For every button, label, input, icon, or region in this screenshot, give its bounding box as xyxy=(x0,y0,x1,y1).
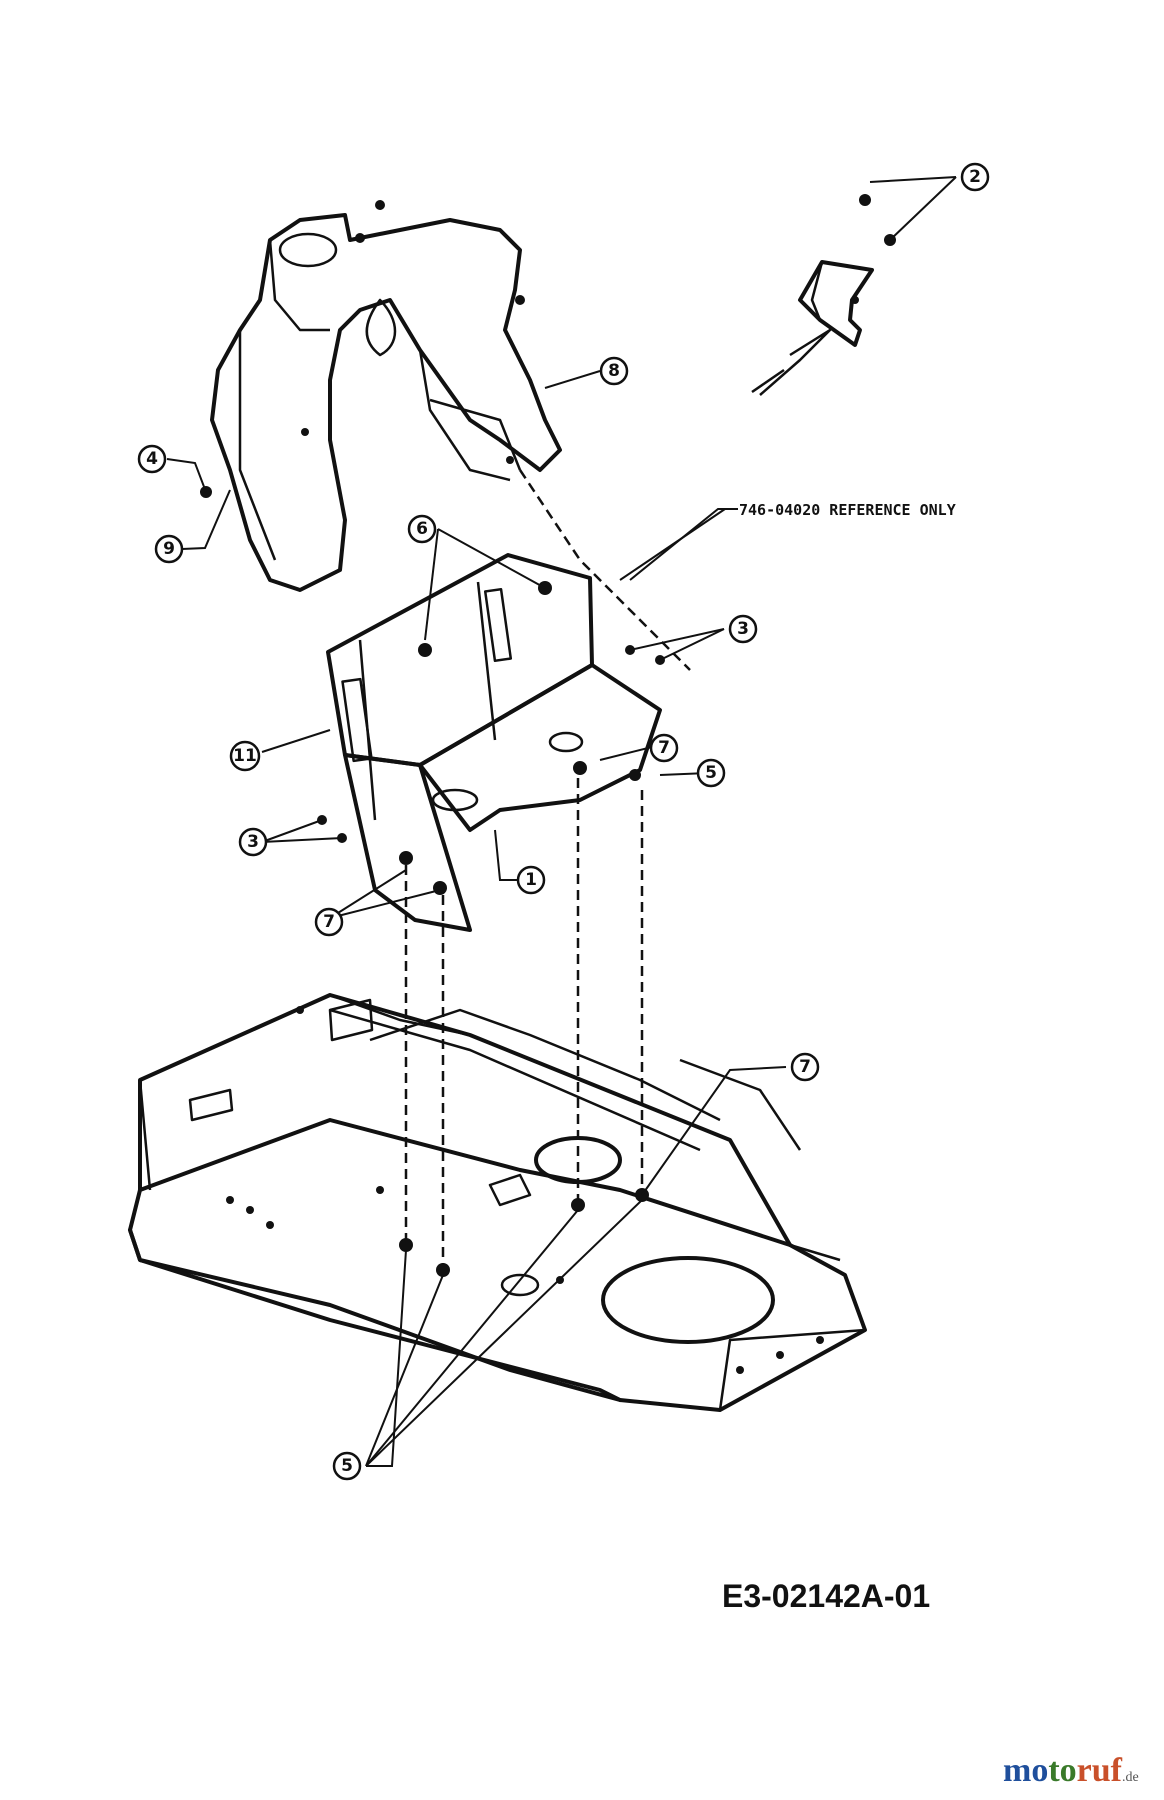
callout-3-right: 3 xyxy=(728,614,758,644)
watermark-logo: motoruf.de xyxy=(1003,1752,1139,1790)
watermark-part-3: ruf xyxy=(1076,1752,1122,1789)
callout-label: 5 xyxy=(341,1456,353,1476)
callout-label: 7 xyxy=(799,1057,811,1077)
callout-1: 1 xyxy=(516,865,546,895)
callout-label: 3 xyxy=(247,832,259,852)
callout-9: 9 xyxy=(154,534,184,564)
watermark-part-1: mo xyxy=(1003,1752,1049,1789)
callout-label: 11 xyxy=(233,746,257,766)
callout-label: 9 xyxy=(163,539,175,559)
reference-cable xyxy=(518,469,691,671)
callout-label: 7 xyxy=(323,912,335,932)
leader-lines xyxy=(166,176,957,1467)
watermark-suffix: .de xyxy=(1121,1770,1139,1785)
fastener-paths xyxy=(404,778,644,1270)
callout-3-left: 3 xyxy=(238,827,268,857)
callout-5-frame: 5 xyxy=(332,1451,362,1481)
callout-label: 6 xyxy=(416,519,428,539)
diagram-code: E3-02142A-01 xyxy=(722,1578,931,1614)
callout-7-frame: 7 xyxy=(790,1052,820,1082)
upper-console xyxy=(200,200,562,592)
callout-label: 8 xyxy=(608,361,620,381)
callout-4: 4 xyxy=(137,444,167,474)
callout-2: 2 xyxy=(960,162,990,192)
small-bracket-assembly xyxy=(751,194,896,396)
callout-6: 6 xyxy=(407,514,437,544)
callout-7-lower-left: 7 xyxy=(314,907,344,937)
watermark-part-2: to xyxy=(1048,1752,1077,1789)
callout-label: 2 xyxy=(969,167,981,187)
callout-7-bracket: 7 xyxy=(649,733,679,763)
mounting-bracket xyxy=(317,553,665,932)
callout-label: 7 xyxy=(658,738,670,758)
callout-5-bracket: 5 xyxy=(696,758,726,788)
callout-11: 11 xyxy=(229,740,261,772)
frame-deck xyxy=(128,993,867,1412)
callout-label: 1 xyxy=(525,870,537,890)
callout-label: 3 xyxy=(737,619,749,639)
callout-8-console: 8 xyxy=(599,356,629,386)
callout-label: 4 xyxy=(146,449,158,469)
callout-label: 5 xyxy=(705,763,717,783)
reference-note: 746-04020 REFERENCE ONLY xyxy=(739,501,956,519)
